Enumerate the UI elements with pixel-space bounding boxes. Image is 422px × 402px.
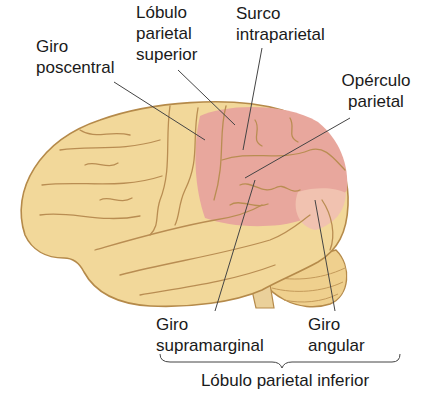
parietal-sulcus [290,118,298,142]
leader-line [243,48,262,150]
postcentral-sulcus [214,106,226,200]
leader-line [114,82,205,140]
folium [284,294,338,302]
parietal-sulcus [240,184,300,191]
part-label: Opérculo parietal [334,70,418,112]
part-label: Giro poscentral [36,36,126,78]
frontal-sulcus [80,130,130,135]
part-label: Surco intraparietal [236,3,351,45]
folium [272,282,343,291]
parietal-sulcus [255,120,262,146]
frontal-sulcus [40,214,140,219]
frontal-sulcus [42,176,162,185]
leader-line [315,200,335,311]
temporal-sulcus [120,215,310,275]
precentral-sulcus [150,106,170,235]
frontal-sulcus [60,140,160,150]
frontal-sulcus [85,163,118,166]
bracket [160,354,400,368]
leader-line [245,118,350,178]
frontal-sulcus [100,198,132,201]
parietal-sulcus [230,203,268,206]
leader-line [178,70,235,125]
leader-lines [114,48,350,311]
intraparietal-sulcus [222,149,345,170]
central-sulcus [175,108,198,225]
leader-line [215,180,255,311]
sulci [40,106,345,295]
part-label: Lóbulo parietal superior [136,2,208,65]
part-label: Giro angular [308,314,378,356]
part-label: Giro supramarginal [156,314,296,356]
temporal-sulcus [140,265,275,295]
occipital-sulcus [322,200,333,250]
part-label: Lóbulo parietal inferior [160,370,410,391]
angular-gyrus-area [296,188,346,230]
cerebrum [21,102,348,307]
